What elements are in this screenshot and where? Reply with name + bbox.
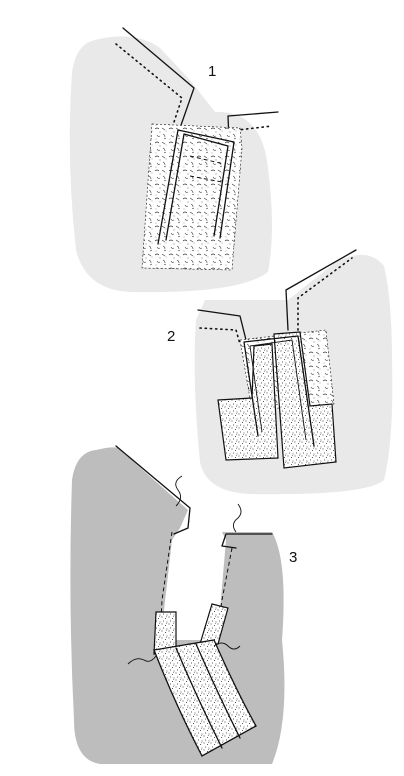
panel-3-left-crack [127,655,157,665]
panel-3-right-squiggle [233,503,242,533]
panel-2-left-dotted [199,327,241,345]
panel-3-number: 3 [289,549,297,566]
panel-2-insert [243,335,315,447]
panel-1-number: 1 [208,63,216,80]
panel-3-right-edge [221,533,273,549]
panel-3-bent-strip [153,639,257,757]
panel-3-strip-divider-1 [175,647,223,749]
panel-2-number: 2 [167,328,175,345]
panel-1 [69,27,279,293]
panel-3-left-edge [115,445,191,535]
panel-1-insert [157,129,235,245]
panel-1-left-edge [122,27,195,129]
panel-1-insert-dashes [189,155,225,183]
panel-3-strip-divider-2 [195,643,241,739]
panel-2-right-edge [285,249,357,331]
panel-3 [70,445,285,764]
panel-3-background [70,447,285,764]
panel-2-right-block [273,331,337,469]
panel-3-left-dashed [159,531,173,641]
panel-3-right-crack [213,642,241,650]
panel-2-right-dotted [297,257,353,331]
panel-2 [194,249,393,495]
panel-2-left-edge [197,309,247,341]
panel-2-insert-inner [249,339,307,441]
panel-1-insert-inner [165,133,229,241]
panel-3-left-squiggle [175,475,183,507]
